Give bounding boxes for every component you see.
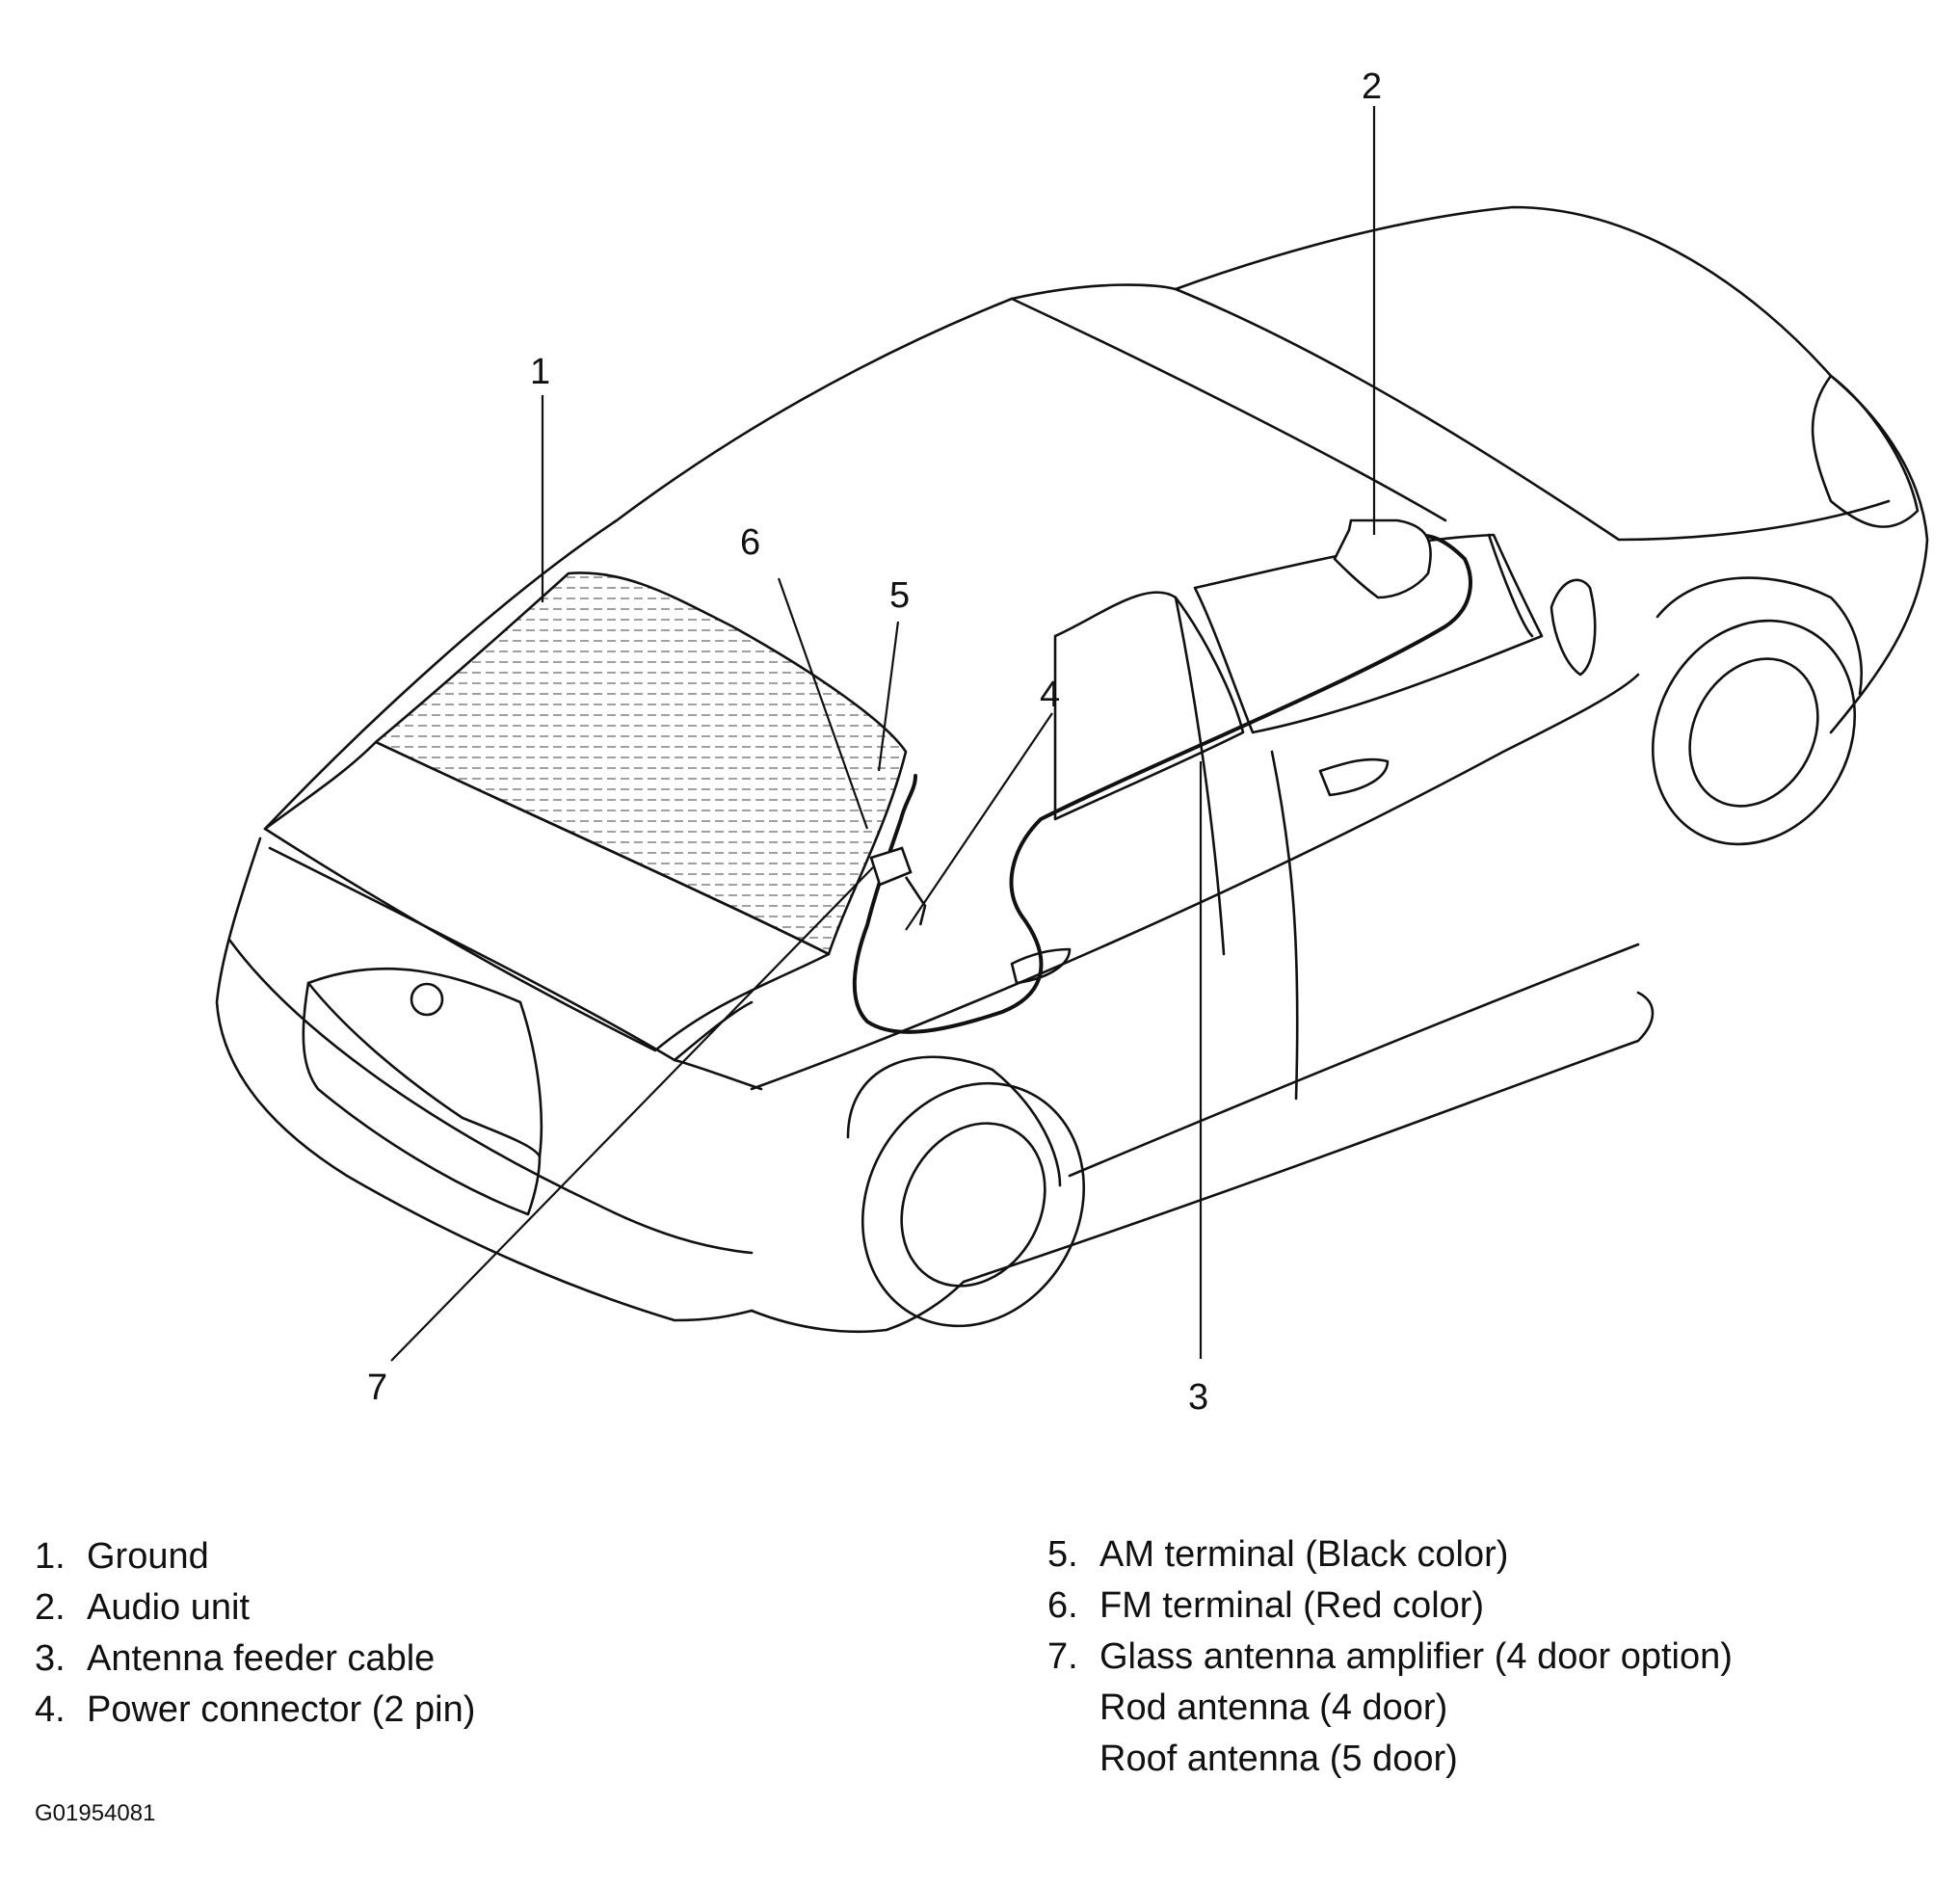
legend-num: 4. [35,1689,66,1730]
car-body-outline [215,205,1929,1334]
legend-item-power-connector: 4. Power connector (2 pin) [35,1685,475,1736]
legend-text: Ground [87,1536,209,1577]
legend-right: 5. AM terminal (Black color) 6. FM termina… [1047,1529,1733,1785]
audio-unit-box [1333,518,1432,599]
car-antenna-diagram: 1 2 3 4 5 6 7 [215,66,1929,1418]
legend-num: 6. [1047,1585,1078,1626]
legend-num: 2. [35,1587,66,1628]
legend-item-amplifier: 7. Glass antenna amplifier (4 door option… [1047,1632,1733,1683]
legend-num: 1. [35,1536,66,1577]
antenna-feeder-cable [852,534,1472,1034]
legend-subitem-rod-antenna: Rod antenna (4 door) [1099,1687,1448,1728]
legend-subitem-roof-antenna: Roof antenna (5 door) [1099,1739,1458,1779]
callout-1: 1 [530,352,550,392]
legend-item-audio-unit: 2. Audio unit [35,1582,475,1634]
callout-7: 7 [367,1368,387,1408]
legend-item-feeder-cable: 3. Antenna feeder cable [35,1634,475,1685]
callout-5: 5 [889,575,910,616]
legend-text: Audio unit [87,1587,251,1628]
figure-id: G01954081 [35,1800,156,1826]
legend-text: AM terminal (Black color) [1099,1534,1509,1575]
callout-2: 2 [1362,66,1382,107]
legend-num: 5. [1047,1534,1078,1575]
glass-antenna-amplifier [869,846,927,926]
legend-text: Power connector (2 pin) [87,1689,476,1730]
legend-item-ground: 1. Ground [35,1531,475,1582]
legend-text: Glass antenna amplifier (4 door option) [1099,1636,1733,1677]
legend-text: Antenna feeder cable [87,1638,436,1679]
legend-text: FM terminal (Red color) [1099,1585,1485,1626]
callout-3: 3 [1188,1377,1208,1418]
legend-num: 7. [1047,1636,1078,1677]
callout-6: 6 [740,522,760,563]
legend-num: 3. [35,1638,66,1679]
legend-left: 1. Ground 2. Audio unit 3. Antenna feeder c… [35,1531,475,1736]
legend-item-fm-terminal: 6. FM terminal (Red color) [1047,1581,1733,1632]
legend-item-am-terminal: 5. AM terminal (Black color) [1047,1529,1733,1581]
leader-lines [390,106,1376,1362]
callout-4: 4 [1040,675,1060,715]
